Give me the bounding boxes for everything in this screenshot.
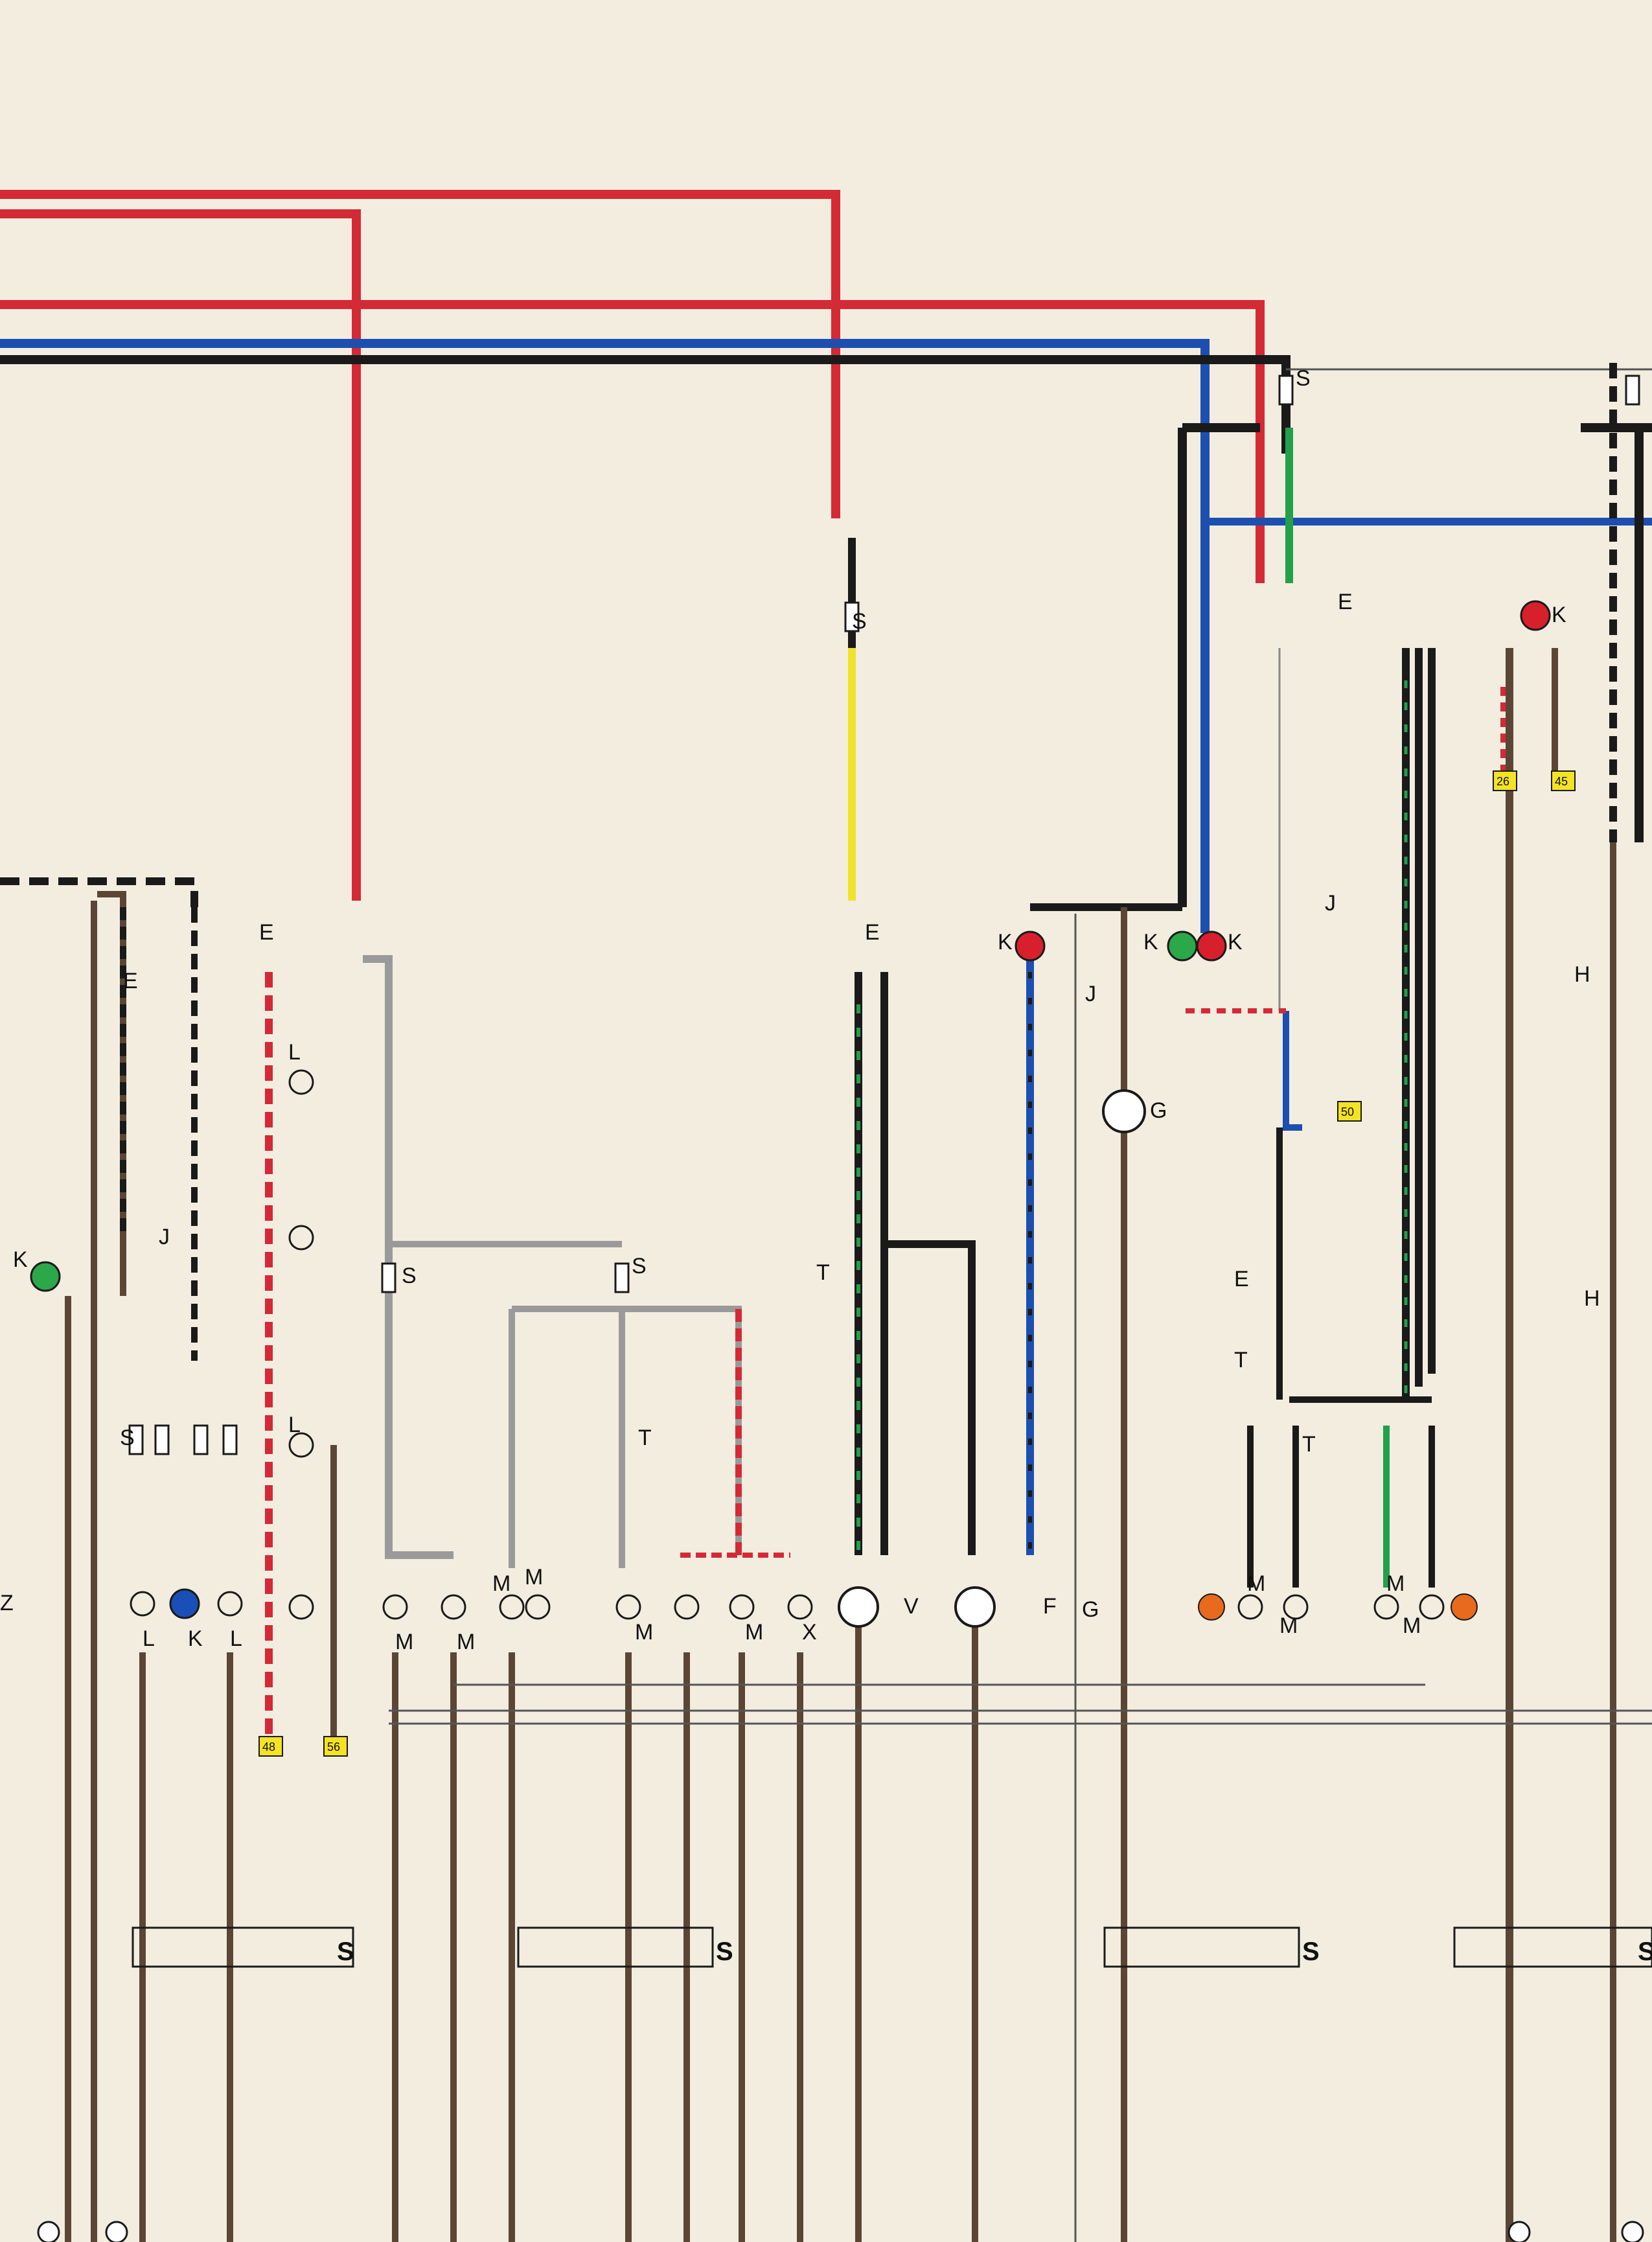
label-m2: M xyxy=(745,1620,763,1645)
label-h1: H xyxy=(1574,962,1590,987)
label-m6: M xyxy=(1247,1571,1265,1596)
gauge-g1 xyxy=(1102,1089,1146,1133)
motor-fan xyxy=(954,1586,996,1628)
svg-text:50: 50 xyxy=(1341,1105,1354,1118)
strip-labels: S S S S xyxy=(337,1937,1652,1966)
label-z1: Z xyxy=(0,1591,14,1615)
label-h: H xyxy=(1584,1286,1600,1311)
lamp-k2 xyxy=(1196,930,1227,962)
label-s3: S xyxy=(120,1426,135,1450)
tag-10 xyxy=(1198,1593,1225,1621)
label-k6: K xyxy=(1552,603,1566,627)
label-t3a: T xyxy=(1234,1348,1248,1372)
label-e3: E xyxy=(1338,590,1353,614)
label-m12: M xyxy=(457,1630,475,1654)
red-wire-a xyxy=(0,190,840,518)
label-s1: S xyxy=(402,1264,417,1288)
label-g1: G xyxy=(1150,1098,1167,1123)
ground-circles xyxy=(37,2221,1644,2242)
lamps xyxy=(30,600,1551,1628)
label-t: T xyxy=(1302,1432,1316,1457)
label-k2: K xyxy=(1228,930,1243,954)
thin-lines xyxy=(389,1683,1652,1725)
label-j6: J xyxy=(1085,982,1096,1006)
label-m8: M xyxy=(1403,1613,1421,1638)
label-x: X xyxy=(802,1620,817,1645)
label-e2: E xyxy=(123,969,138,993)
svg-text:56: 56 xyxy=(327,1740,340,1753)
label-l2: L xyxy=(230,1626,242,1651)
svg-text:48: 48 xyxy=(262,1740,275,1753)
label-k10: K xyxy=(13,1247,28,1272)
connector-strips xyxy=(132,1926,1652,1968)
red-wire-c xyxy=(0,300,1265,583)
label-s7: S xyxy=(852,609,867,634)
label-m11: M xyxy=(525,1565,543,1589)
fuses xyxy=(128,375,1640,1455)
blue-wire-top xyxy=(0,339,1210,933)
left-section-wires xyxy=(0,877,803,2242)
label-k5: K xyxy=(1143,930,1158,954)
label-g: G xyxy=(1082,1597,1099,1622)
wire-tags xyxy=(258,770,1576,1757)
lamp-k5 xyxy=(1167,930,1198,962)
label-k3: K xyxy=(998,930,1013,954)
red-wire-b xyxy=(0,209,361,901)
svg-text:45: 45 xyxy=(1555,775,1568,788)
tag-11 xyxy=(1451,1593,1478,1621)
label-t2: T xyxy=(816,1260,830,1285)
label-l10: L xyxy=(288,1040,301,1065)
label-e2b: E xyxy=(1234,1267,1249,1291)
lamp-k10 xyxy=(30,1261,61,1292)
label-j: J xyxy=(159,1225,170,1249)
motor-wiper xyxy=(838,1586,879,1628)
strip-label-2: S xyxy=(716,1937,733,1966)
strip-label-3: S xyxy=(1302,1937,1320,1966)
lamp-k1 xyxy=(169,1588,200,1619)
component-labels: K E J S L K L E L L S S T M M M M M M X … xyxy=(0,366,1600,1654)
strip-label-4: S xyxy=(1638,1937,1652,1966)
svg-text:26: 26 xyxy=(1497,775,1509,788)
label-j2: J xyxy=(1325,891,1336,916)
black-wire-top xyxy=(0,355,1291,454)
label-l1: L xyxy=(143,1626,155,1651)
label-m7b: M xyxy=(1386,1571,1405,1596)
label-t1d: T xyxy=(638,1426,652,1450)
label-f1: F xyxy=(1043,1594,1057,1619)
label-v2: V xyxy=(904,1594,919,1619)
label-m5b: M xyxy=(1279,1613,1298,1638)
wire-tag-labels: 48 56 26 45 50 xyxy=(262,775,1568,1753)
lamp-k3 xyxy=(1015,930,1046,962)
label-m5: M xyxy=(492,1571,511,1596)
label-m4: M xyxy=(395,1630,413,1654)
top-supply-wires xyxy=(0,190,1652,933)
label-e9: E xyxy=(865,920,880,945)
label-s11: S xyxy=(1296,366,1311,391)
lamp-k6 xyxy=(1520,600,1551,631)
label-k1: K xyxy=(188,1626,203,1651)
label-m7: M xyxy=(635,1620,653,1645)
label-l21: L xyxy=(288,1413,301,1437)
strip-label-1: S xyxy=(337,1937,354,1966)
label-s2: S xyxy=(632,1254,647,1278)
label-e1: E xyxy=(259,920,274,945)
middle-section-wires xyxy=(848,363,1652,2242)
